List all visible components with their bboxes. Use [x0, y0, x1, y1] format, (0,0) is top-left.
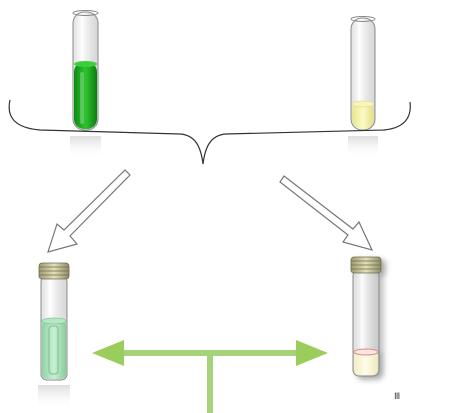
light-green-capped-tube [38, 262, 70, 409]
layered-tube-interface [353, 348, 379, 356]
right-down-arrow [279, 175, 374, 251]
layered-tube-liquid [354, 350, 378, 375]
combining-brace [8, 99, 411, 165]
double-arrow-right-head [296, 340, 328, 366]
green-tube-rim [72, 10, 99, 16]
comparison-double-arrow [92, 340, 328, 413]
green-tube-reflection [70, 136, 101, 158]
yellow-tube-reflection [348, 136, 378, 158]
green-tube-highlight [80, 72, 84, 124]
light-green-tube-meniscus [41, 317, 67, 325]
left-arrow-shape [47, 169, 131, 253]
light-green-tube-liquid [42, 320, 66, 379]
right-arrow-shape [279, 175, 374, 251]
double-arrow-left-head [92, 340, 124, 366]
green-tube-meniscus [74, 61, 97, 67]
light-green-tube-cap [38, 262, 70, 280]
layered-tube-cap [350, 256, 382, 274]
layered-capped-tube [350, 256, 382, 377]
double-arrow-shaft [118, 350, 302, 356]
yellow-solution-tube [348, 16, 378, 158]
light-green-inner-tube [48, 325, 59, 375]
green-tube-liquid [74, 62, 97, 129]
yellow-tube-rim [350, 16, 376, 22]
green-solution-tube [70, 10, 101, 158]
double-arrow-stem [207, 356, 213, 413]
yellow-tube-meniscus [351, 100, 375, 108]
yellow-tube-liquid [352, 102, 374, 129]
corner-mark: Ⅲ [394, 392, 401, 402]
left-down-arrow [47, 169, 131, 253]
light-green-tube-reflection [38, 385, 70, 409]
